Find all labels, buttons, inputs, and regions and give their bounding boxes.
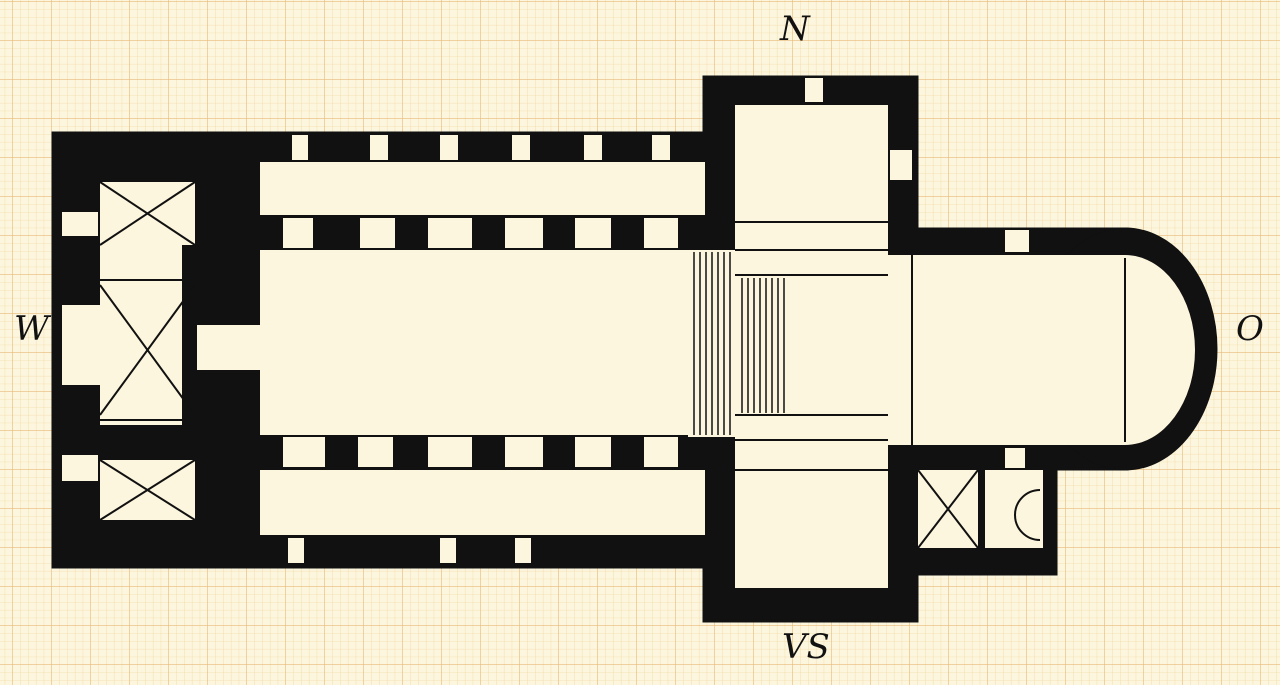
transept-interior <box>735 105 888 588</box>
compass-west-label: W <box>14 309 49 349</box>
south-aisle <box>260 470 705 535</box>
compass-north-label: N <box>780 9 810 49</box>
steps <box>693 252 785 435</box>
nave-interior <box>260 250 690 435</box>
compass-south-label: VS <box>782 627 830 667</box>
church-plan <box>51 75 1218 623</box>
south-arcade <box>283 437 678 467</box>
windows <box>62 78 1029 563</box>
compass-east-label: O <box>1236 309 1264 349</box>
north-aisle <box>260 162 705 215</box>
north-arcade <box>283 218 678 248</box>
